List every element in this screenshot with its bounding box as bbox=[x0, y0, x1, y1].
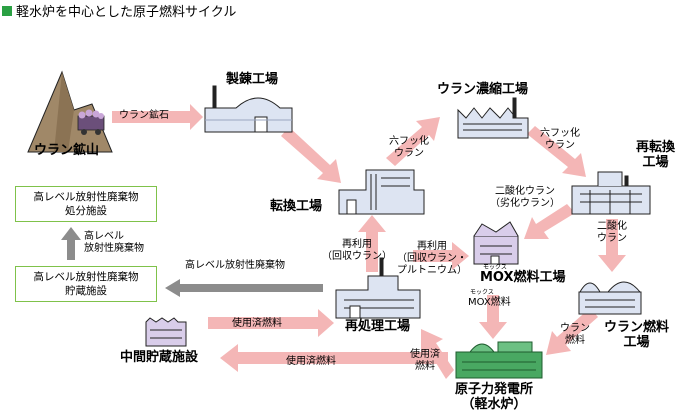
arrow-reconversion-mox bbox=[524, 204, 575, 239]
arrow-enrichment-reconversion bbox=[527, 126, 586, 177]
enrichment-icon bbox=[457, 97, 529, 139]
title-marker-icon bbox=[2, 5, 12, 16]
flow-hlw-up: 高レベル 放射性廃棄物 bbox=[84, 231, 144, 254]
reprocessing-icon bbox=[335, 257, 421, 319]
flow-hlw: 高レベル放射性廃棄物 bbox=[185, 260, 285, 271]
arrow-hlw-up bbox=[61, 227, 81, 260]
ruby-mox-fuel: モックス bbox=[470, 289, 494, 296]
flow-spent-from-reactor: 使用済 燃料 bbox=[410, 349, 440, 372]
label-uranium-fuel-plant: ウラン燃料 工場 bbox=[604, 320, 670, 350]
refinery-icon bbox=[204, 85, 293, 133]
arrow-conversion-enrichment bbox=[386, 117, 440, 166]
flow-recycled-u: 再利用 （回収ウラン） bbox=[322, 239, 392, 262]
flow-uo2-depleted: 二酸化ウラン （劣化ウラン） bbox=[490, 186, 560, 209]
flow-recycled-pu: 再利用 （回収ウラン・ プルトニウム） bbox=[397, 241, 467, 276]
arrow-reactor-storage bbox=[220, 344, 448, 372]
interim-storage-icon bbox=[145, 317, 187, 347]
label-reactor: 原子力発電所 （軽水炉） bbox=[455, 382, 534, 412]
arrow-reprocessing-mox bbox=[413, 242, 469, 270]
reconversion-icon bbox=[571, 171, 651, 215]
ruby-mox-plant: モックス bbox=[483, 264, 507, 271]
hlw-disposal-box: 高レベル放射性廃棄物 処分施設 bbox=[15, 186, 157, 222]
arrow-ore bbox=[112, 104, 203, 130]
flow-mox-fuel: MOX燃料 bbox=[468, 297, 511, 308]
label-enrichment: ウラン濃縮工場 bbox=[437, 82, 529, 97]
arrow-reprocessing-conversion bbox=[358, 215, 386, 272]
mox-plant-icon bbox=[473, 221, 519, 265]
arrow-ufuel-reactor bbox=[546, 308, 598, 355]
arrow-reconversion-ufuel bbox=[598, 219, 626, 272]
flow-spent-to-storage: 使用済燃料 bbox=[286, 356, 336, 367]
arrow-hlw-storage bbox=[165, 279, 323, 297]
flow-spent-to-reprocessing: 使用済燃料 bbox=[232, 318, 282, 329]
reactor-icon bbox=[455, 341, 543, 379]
flow-ore: ウラン鉱石 bbox=[119, 110, 169, 121]
label-reconversion: 再転換 工場 bbox=[636, 140, 676, 170]
arrow-mox-reactor bbox=[479, 295, 507, 339]
page-title: 軽水炉を中心とした原子燃料サイクル bbox=[2, 1, 236, 20]
hlw-storage-box: 高レベル放射性廃棄物 貯蔵施設 bbox=[15, 266, 157, 302]
label-mox-plant: MOX燃料工場 bbox=[480, 270, 566, 285]
flow-uranium-fuel: ウラン 燃料 bbox=[560, 323, 590, 346]
arrow-storage-reprocessing bbox=[208, 309, 334, 337]
flow-uo2: 二酸化 ウラン bbox=[597, 221, 627, 244]
label-reprocessing: 再処理工場 bbox=[345, 319, 411, 334]
label-conversion: 転換工場 bbox=[270, 199, 323, 214]
label-refinery: 製錬工場 bbox=[226, 72, 279, 87]
flow-uf6-a: 六フッ化 ウラン bbox=[389, 136, 429, 159]
flow-uf6-b: 六フッ化 ウラン bbox=[540, 128, 580, 151]
label-uranium-mine: ウラン鉱山 bbox=[34, 143, 100, 158]
label-interim-storage: 中間貯蔵施設 bbox=[120, 350, 199, 365]
uranium-fuel-icon bbox=[578, 281, 642, 315]
mine-icon bbox=[27, 70, 113, 153]
arrow-refinery-conversion bbox=[281, 127, 341, 183]
title-text: 軽水炉を中心とした原子燃料サイクル bbox=[16, 5, 237, 20]
conversion-icon bbox=[338, 169, 425, 215]
